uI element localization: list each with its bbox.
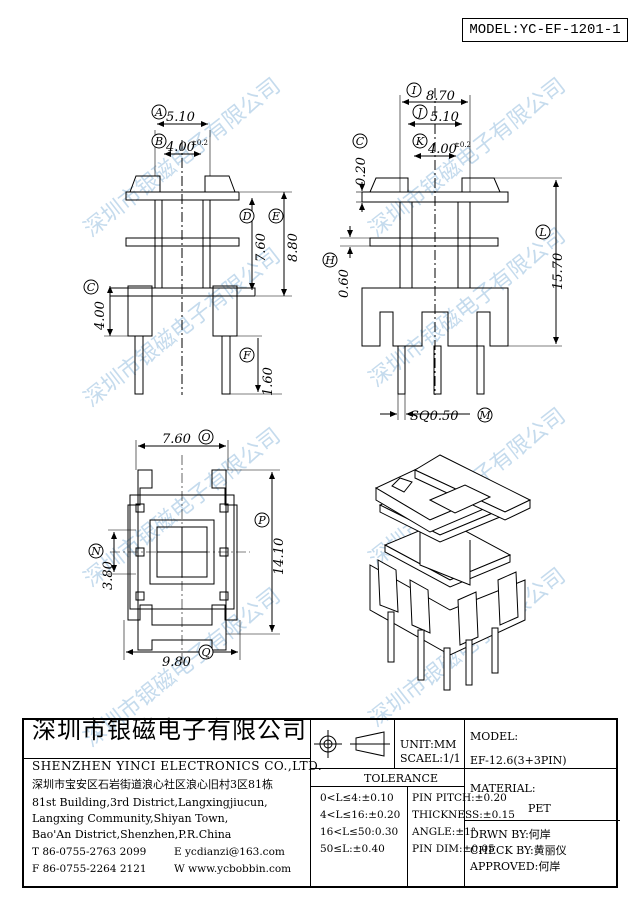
tolerance-label: TOLERANCE [364, 772, 438, 785]
dim-O: 7.60 [162, 432, 191, 447]
address-en-3: Bao'An District,Shenzhen,P.R.China [32, 828, 232, 841]
dim-L: 15.70 [551, 253, 566, 290]
front-view [104, 121, 292, 395]
tol-B: ±0.2 [191, 139, 208, 147]
label-N: N [90, 545, 101, 558]
tol-left-1: 0<L≤4:±0.10 [320, 792, 394, 804]
drawn-by: DRWN BY:何岸 [470, 828, 551, 841]
address-en-2: Langxing Community,Shiyan Town, [32, 812, 229, 825]
dim-SQ: SQ0.50 [410, 409, 459, 424]
label-C: C [87, 281, 96, 294]
dim-F: 1.60 [261, 367, 276, 396]
address-cn: 深圳市宝安区石岩街道浪心社区浪心旧村3区81栋 [32, 778, 273, 791]
dim-Q: 9.80 [162, 655, 191, 670]
tol-right-4: PIN DIM:±0.05 [412, 843, 495, 855]
label-I: I [411, 84, 417, 97]
label-side-C: C [356, 135, 365, 148]
label-D: D [242, 210, 252, 223]
dim-D: 7.60 [254, 233, 269, 262]
dim-A: 5.10 [166, 110, 195, 125]
material-label: MATERIAL: [470, 782, 536, 795]
email: E ycdianzi@163.com [174, 846, 285, 858]
check-by: CHECK BY:黄丽仪 [470, 844, 567, 857]
label-F: F [242, 349, 251, 362]
label-P: P [257, 514, 266, 527]
scale: SCAEL:1/1 [400, 752, 461, 765]
side-view [340, 88, 562, 420]
dim-K: 4.00 [427, 142, 457, 157]
front-view-labels: A 5.10 B 4.00 ±0.2 D 7.60 E 8.80 C 4.00 … [83, 104, 301, 396]
tol-right-3: ANGLE:±1° [412, 826, 477, 838]
website: W www.ycbobbin.com [174, 863, 292, 875]
dim-B: 4.00 [165, 140, 195, 155]
model-number-box: MODEL:YC-EF-1201-1 [462, 18, 628, 42]
dim-E: 8.80 [286, 233, 301, 262]
dim-H: 0.60 [337, 269, 352, 298]
fax: F 86-0755-2264 2121 [32, 863, 147, 875]
bottom-view [108, 440, 280, 665]
dim-C: 4.00 [93, 301, 108, 331]
unit: UNIT:MM [400, 738, 457, 751]
label-H: H [324, 254, 335, 267]
tol-right-1: PIN PITCH:±0.20 [412, 792, 507, 804]
company-name-cn: 深圳市银磁电子有限公司 [32, 716, 307, 744]
material-value: PET [528, 802, 551, 815]
tol-K: ±0.2 [454, 141, 471, 149]
dim-I: 8.70 [426, 89, 455, 104]
label-K: K [415, 135, 425, 148]
dim-P: 14.10 [272, 538, 287, 575]
company-name-en: SHENZHEN YINCI ELECTRONICS CO.,LTD. [32, 759, 323, 773]
label-J: J [416, 106, 423, 119]
label-L: L [538, 226, 546, 239]
tol-left-4: 50≤L:±0.40 [320, 843, 385, 855]
label-B: B [154, 135, 163, 148]
model-label: MODEL: [470, 730, 519, 743]
label-Q: Q [201, 646, 210, 659]
approved-by: APPROVED:何岸 [470, 860, 561, 873]
label-O: O [201, 431, 210, 444]
dim-N: 3.80 [101, 561, 116, 590]
address-en-1: 81st Building,3rd District,Langxingjiucu… [32, 796, 268, 809]
tol-left-2: 4<L≤16:±0.20 [320, 809, 401, 821]
bottom-view-labels: 7.60 O P 14.10 N 3.80 9.80 Q [88, 429, 287, 670]
side-view-labels: I 8.70 J 5.10 K 4.00 ±0.2 C 0.20 H 0.60 … [322, 82, 566, 424]
label-M: M [478, 409, 491, 422]
projection-symbol [314, 730, 390, 758]
dim-J: 5.10 [430, 110, 459, 125]
label-A: A [154, 106, 163, 119]
label-E: E [271, 210, 280, 223]
isometric-view [369, 454, 532, 691]
telephone: T 86-0755-2763 2099 [32, 846, 147, 858]
model-value: EF-12.6(3+3PIN) [470, 754, 567, 767]
tol-right-2: THICKNESS:±0.15 [412, 809, 515, 821]
title-block: 深圳市银磁电子有限公司 SHENZHEN YINCI ELECTRONICS C… [22, 716, 620, 888]
tol-left-3: 16<L≤50:0.30 [320, 826, 399, 838]
dim-side-C: 0.20 [354, 157, 369, 186]
